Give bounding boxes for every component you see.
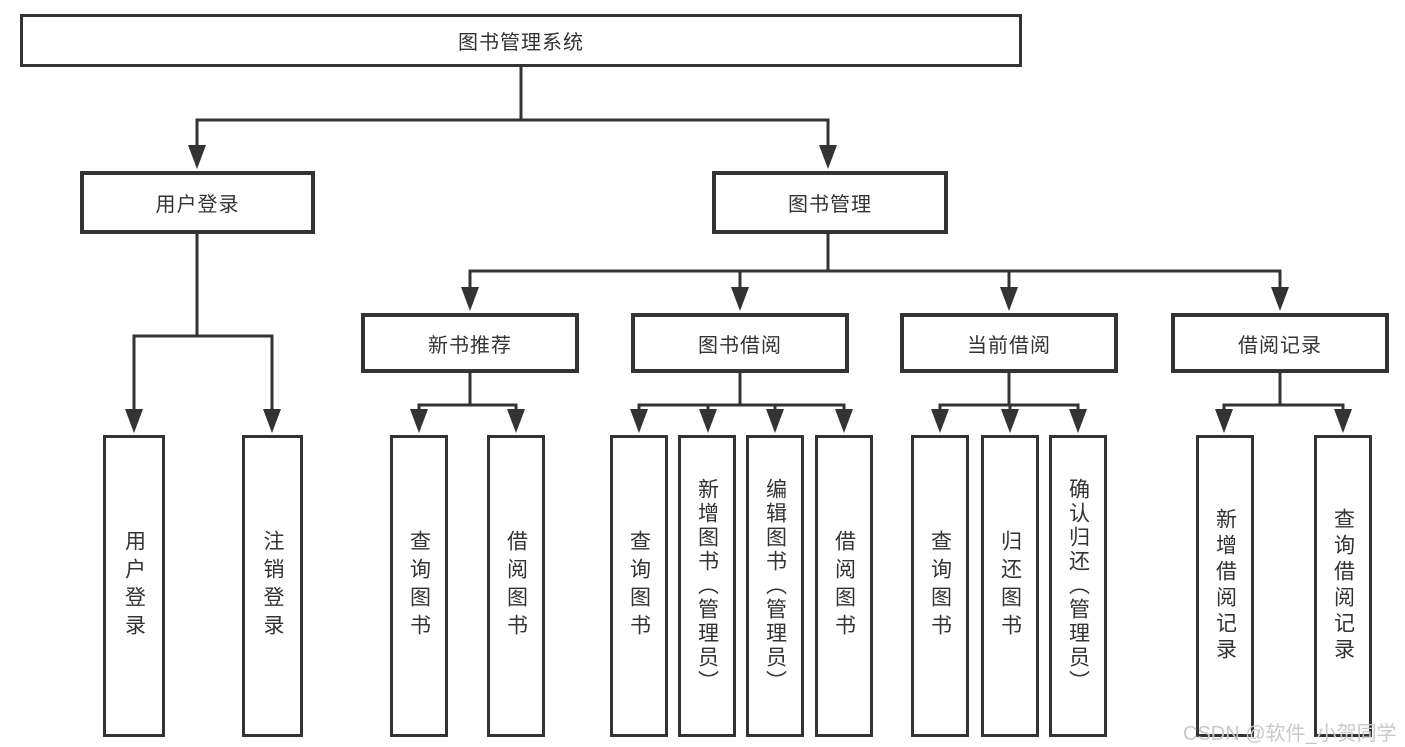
leaf-current-confirm-return-admin: 确认归还（管理员）	[1049, 435, 1107, 737]
leaf-borrow-edit-books-admin: 编辑图书（管理员）	[746, 435, 804, 737]
node-new-book-recommend: 新书推荐	[361, 313, 579, 373]
leaf-records-add-record: 新增借阅记录	[1196, 435, 1254, 737]
leaf-newbook-borrow-books: 借阅图书	[487, 435, 545, 737]
node-borrow-records: 借阅记录	[1171, 313, 1389, 373]
node-current-borrow: 当前借阅	[900, 313, 1118, 373]
node-book-management: 图书管理	[712, 171, 948, 234]
node-user-login: 用户登录	[80, 171, 315, 234]
leaf-current-query-books: 查询图书	[911, 435, 969, 737]
leaf-borrow-borrow-books: 借阅图书	[815, 435, 873, 737]
leaf-user-login: 用户登录	[103, 435, 165, 737]
leaf-current-return-books: 归还图书	[981, 435, 1039, 737]
node-book-borrow: 图书借阅	[631, 313, 849, 373]
node-root: 图书管理系统	[20, 14, 1022, 67]
leaf-records-query-record: 查询借阅记录	[1314, 435, 1372, 737]
leaf-borrow-query-books: 查询图书	[610, 435, 668, 737]
leaf-logout: 注销登录	[242, 435, 303, 737]
leaf-newbook-query-books: 查询图书	[390, 435, 448, 737]
leaf-borrow-add-books-admin: 新增图书（管理员）	[678, 435, 736, 737]
csdn-watermark: CSDN @软件_小贺同学	[1183, 723, 1397, 745]
